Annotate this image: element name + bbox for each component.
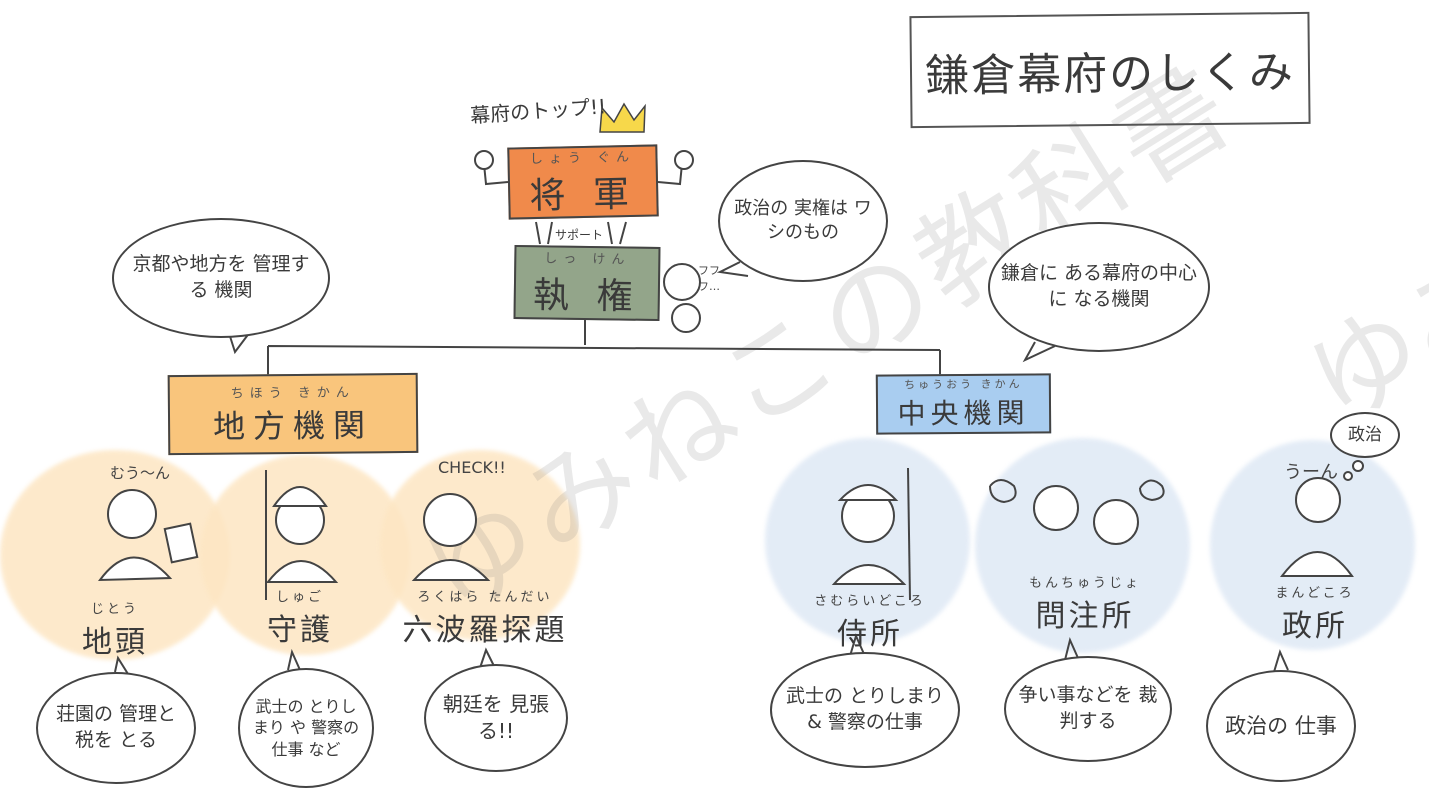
shugo-role-bubble: 武士の とりしまり や 警察の仕事 など bbox=[238, 668, 374, 788]
shugo-name: 守護 bbox=[267, 613, 333, 648]
shogun-ruby: しょう ぐん bbox=[529, 149, 636, 167]
mandokoro-thought: 政治 bbox=[1330, 412, 1400, 458]
mandokoro-role-bubble: 政治の 仕事 bbox=[1206, 670, 1356, 782]
shogun-box: しょう ぐん 将 軍 bbox=[507, 144, 659, 220]
monchujo-role-bubble: 争い事などを 裁判する bbox=[1004, 656, 1172, 762]
shikken-box: しっ けん 執 権 bbox=[513, 244, 661, 322]
chuo-ruby: ちゅうおう きかん bbox=[904, 377, 1023, 392]
mandokoro-exclaim: うーん bbox=[1284, 462, 1338, 483]
samurai-dokoro-ruby: さむらいどころ bbox=[814, 594, 926, 609]
monchujo-ruby: もんちゅうじょ bbox=[1028, 576, 1141, 591]
rokuhara-ruby: ろくはら たんだい bbox=[417, 590, 553, 605]
chiho-bubble: 京都や地方を 管理する 機関 bbox=[112, 218, 330, 338]
page-title: 鎌倉幕府のしくみ bbox=[909, 11, 1311, 129]
mandokoro-bg bbox=[1210, 440, 1415, 650]
jito-name: 地頭 bbox=[82, 625, 148, 660]
rokuhara-exclaim: CHECK!! bbox=[438, 458, 506, 477]
office-rokuhara: ろくはら たんだい 六波羅探題 bbox=[380, 586, 590, 649]
chiho-box: ちほう きかん 地方機関 bbox=[167, 372, 419, 456]
laugh-text: フフフ… bbox=[698, 264, 720, 293]
office-samurai-dokoro: さむらいどころ 侍所 bbox=[790, 590, 950, 653]
shikken-ruby: しっ けん bbox=[544, 250, 631, 268]
monchujo-bg bbox=[975, 438, 1190, 653]
samurai-dokoro-name: 侍所 bbox=[837, 617, 903, 652]
monchujo-name: 問注所 bbox=[1035, 599, 1135, 634]
chiho-ruby: ちほう きかん bbox=[230, 384, 355, 402]
shogun-name: 将 軍 bbox=[529, 173, 638, 217]
chuo-bubble: 鎌倉に ある幕府の中心に なる機関 bbox=[988, 222, 1210, 352]
office-jito: じとう 地頭 bbox=[40, 598, 190, 661]
rokuhara-role-bubble: 朝廷を 見張る!! bbox=[424, 664, 568, 772]
shikken-name: 執 権 bbox=[532, 274, 641, 318]
chiho-name: 地方機関 bbox=[212, 405, 374, 446]
rokuhara-name: 六波羅探題 bbox=[402, 613, 568, 648]
jito-ruby: じとう bbox=[90, 602, 139, 617]
chuo-box: ちゅうおう きかん 中央機関 bbox=[875, 373, 1052, 435]
mandokoro-name: 政所 bbox=[1282, 609, 1348, 644]
shikken-bubble: 政治の 実権は ワシのもの bbox=[718, 160, 888, 282]
samurai-dokoro-role-bubble: 武士の とりしまり & 警察の仕事 bbox=[770, 652, 960, 768]
shugo-ruby: しゅご bbox=[275, 590, 324, 605]
office-shugo: しゅご 守護 bbox=[230, 586, 370, 649]
jito-role-bubble: 荘園の 管理と税を とる bbox=[36, 672, 196, 784]
rokuhara-bg bbox=[380, 450, 580, 640]
chuo-name: 中央機関 bbox=[897, 396, 1030, 431]
office-monchujo: もんちゅうじょ 問注所 bbox=[1000, 572, 1170, 635]
jito-exclaim: むう〜ん bbox=[110, 464, 171, 482]
support-label: サポート bbox=[555, 228, 604, 242]
mandokoro-ruby: まんどころ bbox=[1275, 586, 1355, 601]
office-mandokoro: まんどころ 政所 bbox=[1240, 582, 1390, 645]
